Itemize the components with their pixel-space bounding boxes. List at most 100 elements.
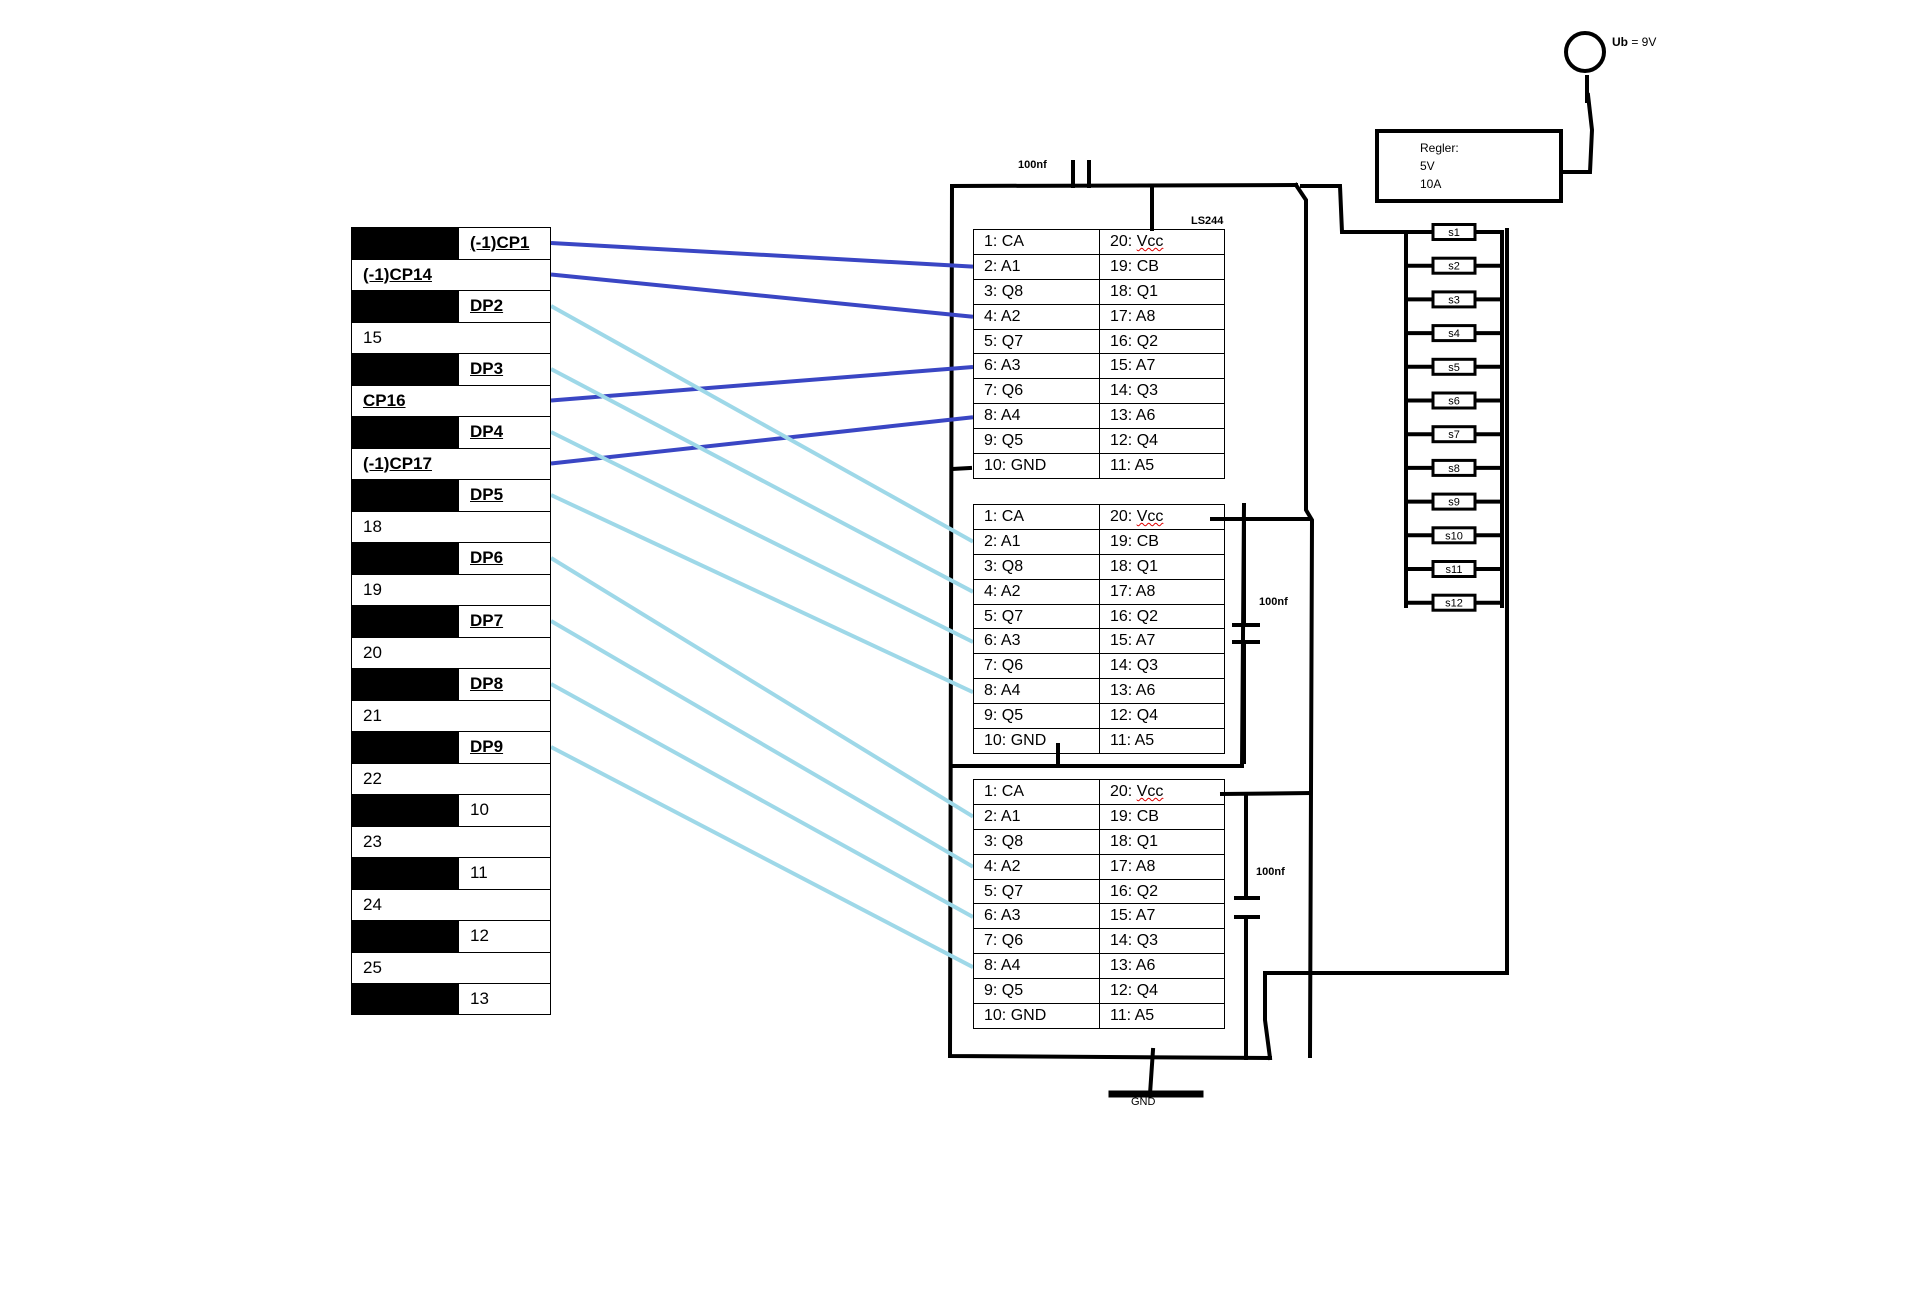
ic-pin-left: 4: A2 [973, 853, 1100, 880]
ic-pin-right: 18: Q1 [1099, 828, 1225, 855]
ic-pin-left: 2: A1 [973, 803, 1100, 830]
connector-pin-block [352, 795, 459, 826]
connector-pin-label: 23 [363, 831, 382, 851]
connector-pin-block [352, 291, 459, 322]
socket-body [1431, 324, 1477, 343]
ic-pin-right: 19: CB [1099, 528, 1225, 555]
ic-pin-left: 3: Q8 [973, 278, 1100, 305]
ic-pin-right: 13: A6 [1099, 953, 1225, 980]
connector-pin-label: (-1)CP14 [363, 264, 432, 284]
connector-pin-block [352, 732, 459, 763]
connector-pin-row: 18 [351, 510, 551, 542]
connector-pin-block [352, 669, 459, 700]
ic-pin-right: 14: Q3 [1099, 928, 1225, 955]
ic2-capacitor-label: 100nf [1259, 596, 1288, 608]
ic3-capacitor-label: 100nf [1256, 866, 1285, 878]
ic-pin-right: 14: Q3 [1099, 653, 1225, 680]
ic-pin-left: 8: A4 [973, 953, 1100, 980]
ic-pin-right: 18: Q1 [1099, 553, 1225, 580]
regulator-title: Regler: [1420, 141, 1459, 155]
ic-pin-left: 10: GND [973, 453, 1100, 479]
socket-s3: s3 [1406, 290, 1502, 309]
regulator-voltage: 5V [1420, 159, 1435, 173]
socket-label: s1 [1448, 227, 1460, 239]
connector-pin-label: 24 [363, 894, 382, 914]
socket-label: s12 [1445, 598, 1463, 610]
socket-label: s7 [1448, 429, 1460, 441]
connector-pin-row: (-1)CP17 [351, 447, 551, 479]
ic-pin-right: 20: Vcc [1099, 504, 1225, 530]
ic-pin-left: 1: CA [973, 779, 1100, 805]
ic-pin-left: 7: Q6 [973, 378, 1100, 405]
socket-s11: s11 [1406, 560, 1502, 578]
signal-wire [550, 430, 974, 644]
ic-pin-left: 6: A3 [973, 628, 1100, 655]
connector-pin-label: 18 [363, 516, 382, 536]
socket-body [1431, 290, 1477, 309]
ic-pin-left: 1: CA [973, 229, 1100, 255]
connector-pin-label: DP4 [470, 422, 504, 441]
connector-pin-row: 10 [351, 794, 551, 826]
connector-pin-label: 10 [470, 800, 489, 819]
ic-type-label: LS244 [1191, 215, 1224, 227]
signal-wire [550, 304, 974, 544]
ic-pin-left: 10: GND [973, 728, 1100, 754]
ic-pin-left: 8: A4 [973, 678, 1100, 705]
socket-body [1431, 458, 1477, 477]
ic-pin-right: 12: Q4 [1099, 703, 1225, 730]
connector-pin-row: 23 [351, 825, 551, 857]
ic-pin-right: 20: Vcc [1099, 229, 1225, 255]
signal-wire [550, 272, 974, 319]
connector-pin-block [352, 543, 459, 574]
connector-pin-label: DP7 [470, 611, 504, 630]
enclosure-wire [947, 182, 1299, 1061]
signal-wire [549, 556, 975, 819]
ic-pin-right: 15: A7 [1099, 628, 1225, 655]
ic-pin-right: 14: Q3 [1099, 378, 1225, 405]
ic-pin-left: 6: A3 [973, 353, 1100, 380]
ic-pin-right: 11: A5 [1099, 1003, 1225, 1029]
ic-pin-right: 16: Q2 [1099, 328, 1225, 355]
ic-pin-left: 5: Q7 [973, 603, 1100, 630]
socket-body [1431, 560, 1477, 578]
ic-pin-left: 6: A3 [973, 903, 1100, 930]
connector-pin-label: (-1)CP17 [363, 453, 432, 473]
socket-s2: s2 [1406, 256, 1502, 275]
socket-body [1431, 256, 1477, 275]
top-capacitor-label: 100nf [1018, 159, 1047, 171]
ic-pin-right: 15: A7 [1099, 903, 1225, 930]
connector-pin-row: DP7 [351, 605, 551, 637]
socket-label: s6 [1448, 396, 1460, 408]
socket-label: s11 [1446, 564, 1463, 576]
ic-pin-right: 17: A8 [1099, 853, 1225, 880]
socket-body [1431, 223, 1477, 241]
ic-pin-right: 13: A6 [1099, 403, 1225, 430]
ic-pin-left: 5: Q7 [973, 328, 1100, 355]
socket-label: s4 [1448, 328, 1460, 340]
ic-pin-left: 9: Q5 [973, 978, 1100, 1005]
connector-pin-row: 11 [351, 857, 551, 889]
vcc-text: Vcc [1136, 232, 1164, 250]
ic-pin-left: 8: A4 [973, 403, 1100, 430]
regulator-current: 10A [1420, 177, 1442, 191]
socket-body [1431, 526, 1477, 545]
socket-body [1431, 391, 1477, 410]
